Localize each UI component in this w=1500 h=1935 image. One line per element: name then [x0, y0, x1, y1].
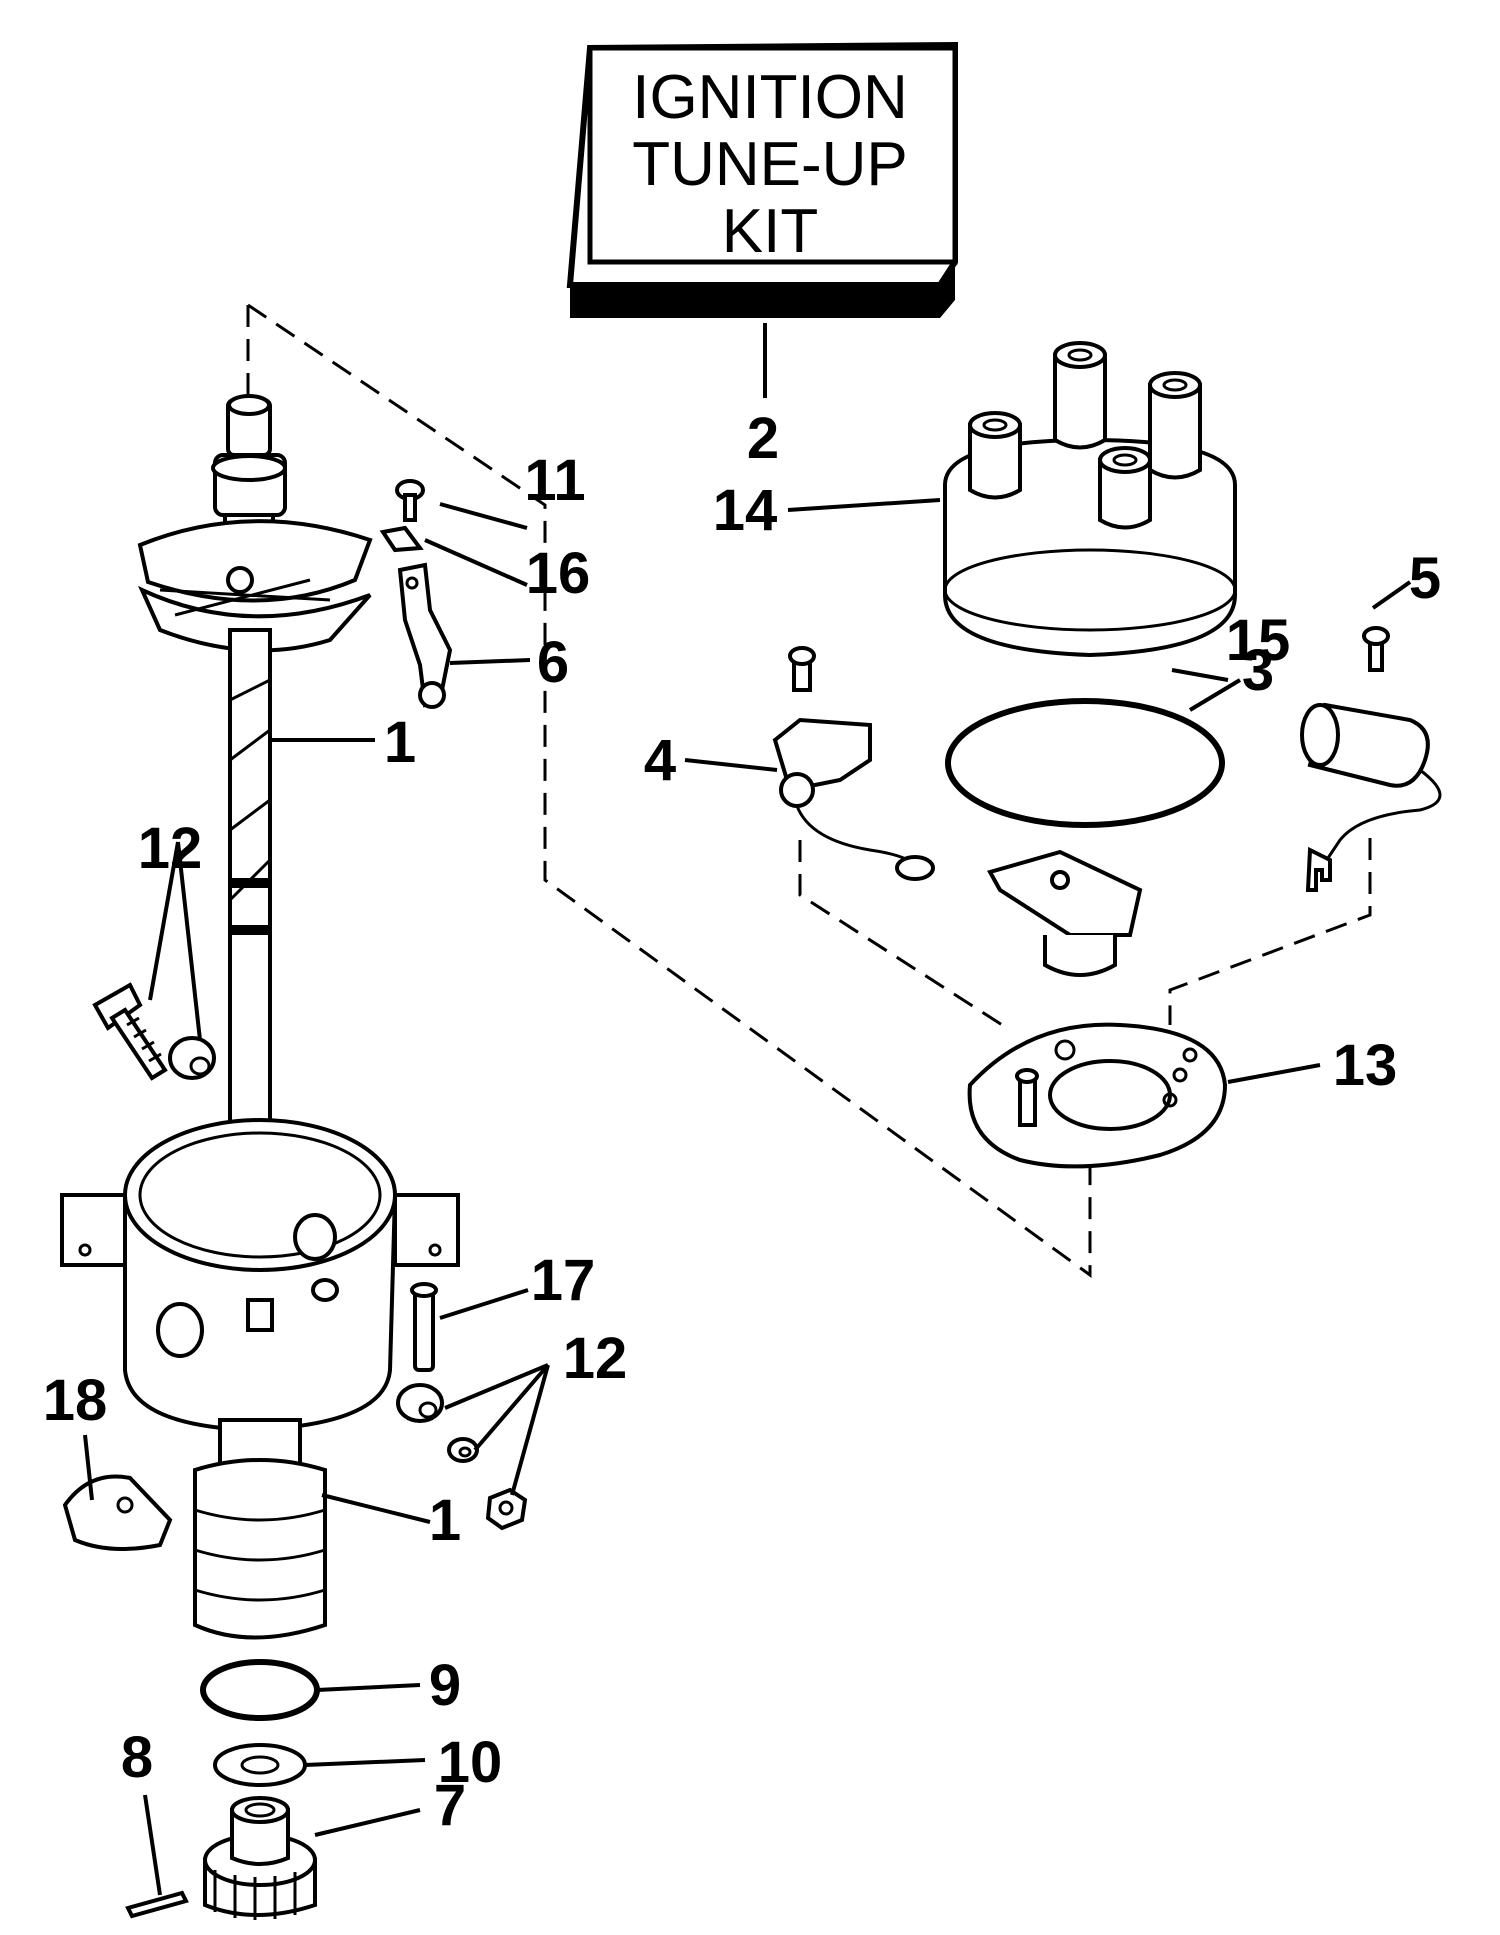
callout-18: 18 [43, 1368, 108, 1433]
callout-12-lower: 12 [563, 1326, 628, 1391]
distributor-housing-part [60, 1118, 460, 1640]
lockwasher-16-part [379, 525, 424, 553]
kit-label-line-1: IGNITION [632, 63, 908, 132]
callout-6: 6 [537, 630, 569, 695]
callout-1-upper: 1 [384, 710, 416, 775]
distributor-shaft-part [137, 394, 373, 1142]
leader-lines [83, 323, 1412, 1896]
callout-17: 17 [531, 1248, 596, 1313]
callout-14: 14 [713, 478, 778, 543]
callout-11: 11 [524, 448, 585, 513]
callout-2: 2 [747, 406, 779, 471]
distributor-cap-part [943, 341, 1237, 658]
grommet-part [168, 1036, 216, 1080]
callout-3: 3 [1242, 638, 1274, 703]
callout-9: 9 [429, 1653, 461, 1718]
kit-label-line-3: KIT [722, 197, 818, 266]
contact-points-part [772, 646, 935, 881]
hold-down-bolt-part [92, 982, 168, 1081]
callout-1-lower: 1 [429, 1488, 461, 1553]
cap-gasket-part [945, 698, 1225, 828]
pin-17-part [410, 1282, 438, 1372]
breaker-plate-part [967, 1022, 1228, 1169]
rotor-part [987, 849, 1143, 977]
callout-4: 4 [644, 728, 676, 793]
gear-pin-part [125, 1890, 189, 1919]
callout-7: 7 [434, 1773, 466, 1838]
callout-13: 13 [1333, 1033, 1398, 1098]
callout-5: 5 [1409, 546, 1441, 611]
assembly-dashed-outline [246, 303, 1372, 1278]
callout-8: 8 [121, 1725, 153, 1790]
condenser-part [1300, 626, 1442, 892]
callout-15: 15 [1226, 608, 1291, 673]
thrust-washer-part [213, 1743, 307, 1787]
callout-16: 16 [526, 541, 591, 606]
cam-18-part [62, 1474, 173, 1551]
ignition-tune-up-kit-box: IGNITION TUNE-UP KIT [566, 41, 958, 318]
o-ring-part [200, 1659, 320, 1721]
callout-12-upper: 12 [138, 816, 203, 881]
screw-11-part [395, 479, 425, 522]
callout-10: 10 [438, 1730, 503, 1795]
bushing-12-part [396, 1383, 444, 1423]
callout-numbers: 2 14 1 12 11 16 6 15 4 3 5 13 17 12 18 1… [43, 406, 1441, 1838]
clamp-6-part [397, 562, 453, 709]
washer-12-part [447, 1437, 479, 1463]
nut-12-part [485, 1487, 528, 1531]
kit-label-line-2: TUNE-UP [632, 130, 908, 199]
drive-gear-part [203, 1796, 317, 1920]
